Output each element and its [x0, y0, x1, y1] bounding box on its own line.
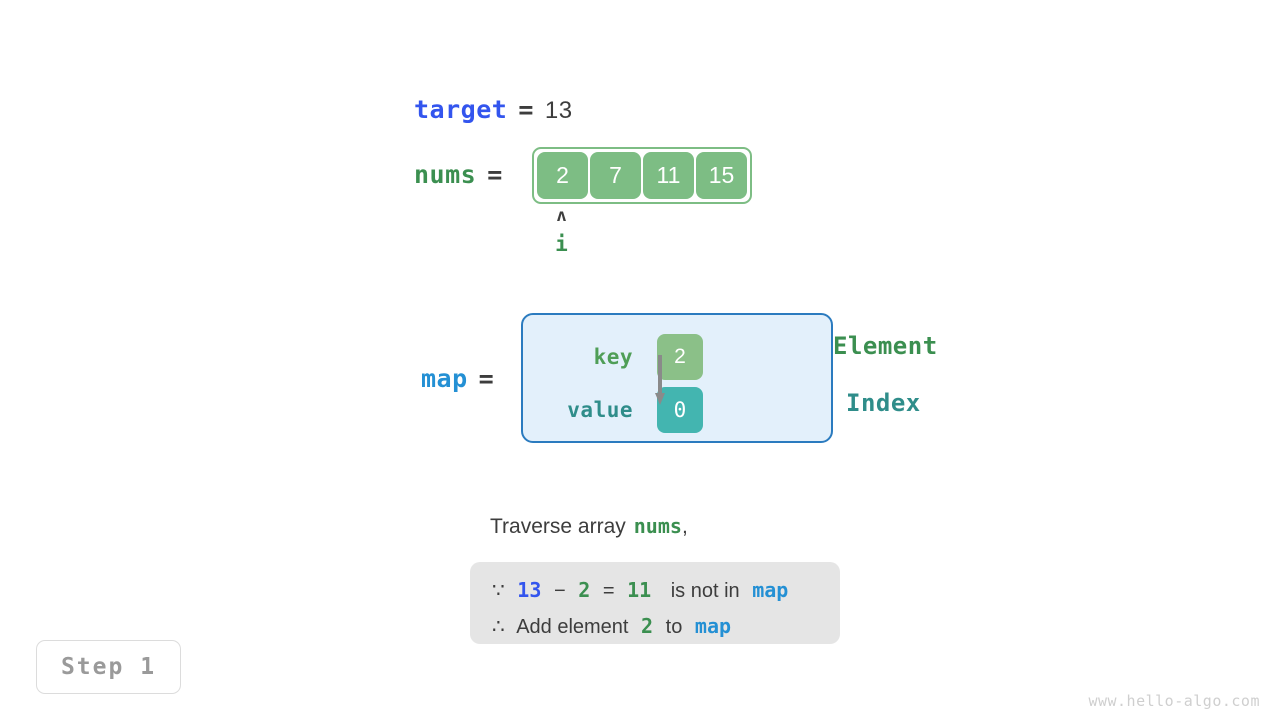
explanation-line2-prefix: Add element: [516, 616, 629, 638]
nums-equals-sign: =: [487, 160, 503, 189]
map-value-row: value 0: [547, 387, 703, 433]
explanation-equals-sign: =: [602, 580, 615, 602]
nums-declaration: nums =: [414, 160, 503, 189]
traverse-nums-keyword: nums: [633, 514, 682, 538]
map-key-cell: 2: [657, 334, 703, 380]
caret-up-icon: ʌ: [556, 206, 567, 226]
array-cell: 15: [696, 152, 747, 199]
map-element-label: Element: [833, 332, 938, 360]
target-variable-name: target: [414, 95, 508, 124]
map-index-label: Index: [846, 389, 921, 417]
map-value-cell: 0: [657, 387, 703, 433]
index-pointer: ʌ i: [533, 206, 590, 256]
map-declaration: map =: [421, 364, 494, 393]
step-badge: Step 1: [36, 640, 181, 694]
therefore-symbol: ∴: [492, 616, 505, 638]
map-equals-sign: =: [478, 364, 495, 393]
explanation-target-value: 13: [517, 578, 542, 602]
nums-array: 2 7 11 15: [532, 147, 752, 204]
map-container: key 2 value 0: [521, 313, 833, 443]
explanation-line2-middle: to: [665, 616, 683, 638]
explanation-line2-map: map: [694, 614, 732, 638]
minus-operator: −: [553, 580, 566, 602]
explanation-line1-text: is not in: [670, 580, 740, 602]
array-cell: 2: [537, 152, 588, 199]
key-to-value-arrow-icon: [655, 355, 665, 405]
explanation-line-2: ∴ Add element 2 to map: [492, 609, 820, 645]
because-symbol: ∵: [492, 580, 505, 602]
target-value: 13: [544, 97, 573, 124]
map-key-row: key 2: [547, 334, 703, 380]
map-value-label: value: [567, 398, 633, 422]
target-equals-sign: =: [518, 95, 534, 124]
nums-variable-name: nums: [414, 160, 477, 189]
map-key-label: key: [593, 345, 633, 369]
explanation-line-1: ∵ 13 − 2 = 11 is not in map: [492, 573, 820, 609]
watermark: www.hello-algo.com: [1088, 692, 1260, 710]
traverse-caption: Traverse array nums ,: [490, 514, 688, 539]
explanation-element-value: 2: [578, 578, 591, 602]
target-declaration: target = 13: [414, 95, 573, 125]
traverse-prefix-text: Traverse array: [490, 515, 626, 538]
traverse-suffix-text: ,: [681, 515, 688, 538]
array-cell: 7: [590, 152, 641, 199]
explanation-line2-element: 2: [641, 614, 654, 638]
index-pointer-label: i: [555, 232, 568, 256]
map-variable-name: map: [421, 364, 468, 393]
explanation-line1-map: map: [752, 578, 789, 602]
explanation-complement-value: 11: [627, 578, 652, 602]
explanation-box: ∵ 13 − 2 = 11 is not in map ∴ Add elemen…: [470, 562, 840, 644]
array-cell: 11: [643, 152, 694, 199]
